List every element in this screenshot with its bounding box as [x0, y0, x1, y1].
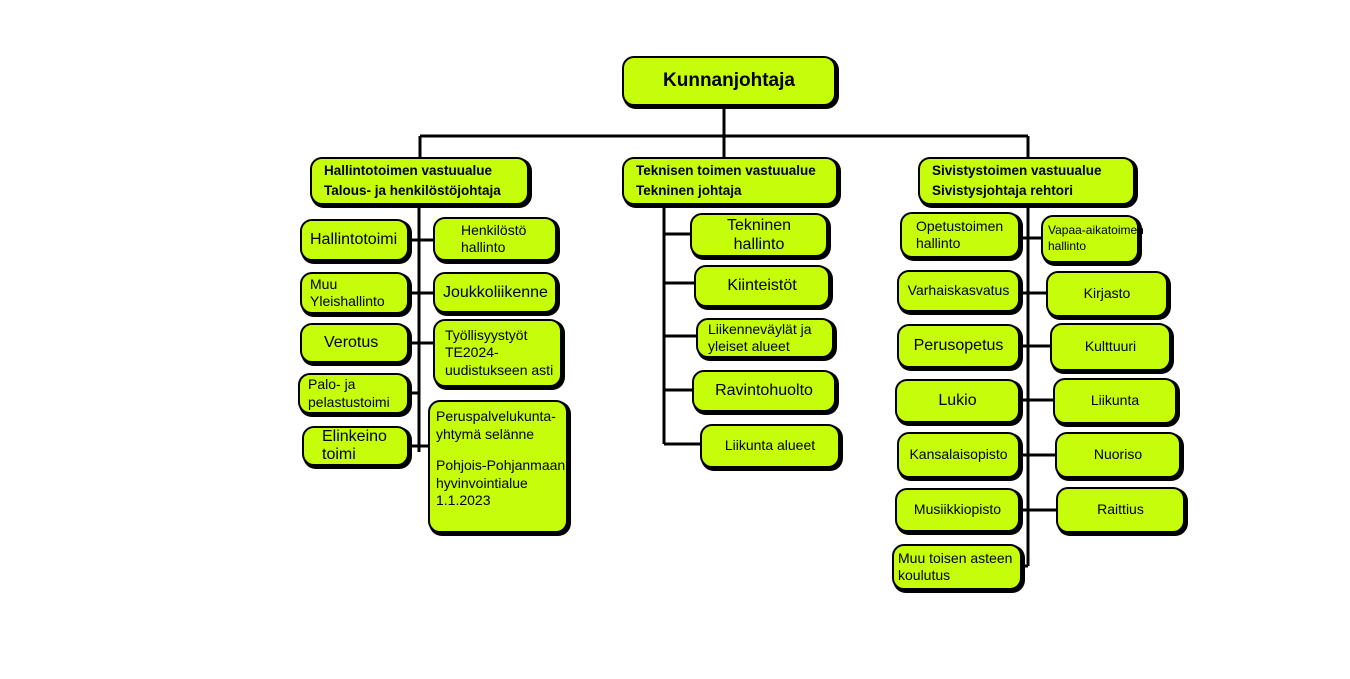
unit-label-line1: Tekninen — [726, 216, 792, 234]
unit-muu-yleishallinto: Muu Yleishallinto — [300, 272, 409, 314]
unit-raittius: Raittius — [1056, 487, 1185, 533]
unit-label: Raittius — [1097, 501, 1144, 518]
unit-label-line1: Henkilöstö — [461, 221, 527, 238]
dept-tekninen-line1: Teknisen toimen vastuualue — [636, 163, 816, 179]
unit-hallintotoimi: Hallintotoimi — [300, 219, 409, 261]
unit-musiikkiopisto: Musiikkiopisto — [895, 488, 1020, 532]
unit-label-line2: pelastustoimi — [308, 393, 390, 410]
unit-label: Lukio — [938, 392, 977, 409]
unit-liikunta-alueet: Liikunta alueet — [700, 424, 840, 468]
unit-label-line1: Muu toisen asteen — [898, 549, 1013, 566]
dept-tekninen: Teknisen toimen vastuualue Tekninen joht… — [622, 157, 838, 205]
unit-elinkeinotoimi: Elinkeino toimi — [302, 426, 409, 466]
unit-muu-toisen-asteen: Muu toisen asteen koulutus — [892, 544, 1022, 590]
unit-label: Kulttuuri — [1084, 338, 1137, 355]
unit-label: Musiikkiopisto — [913, 501, 1002, 518]
dept-sivistys-line2: Sivistysjohtaja rehtori — [932, 183, 1074, 198]
unit-nuoriso: Nuoriso — [1055, 432, 1181, 478]
unit-label: Verotus — [324, 334, 379, 351]
root-label: Kunnanjohtaja — [663, 70, 795, 92]
unit-label-line1: Liikenneväylät ja — [708, 320, 812, 337]
dept-sivistys-line1: Sivistystoimen vastuualue — [932, 163, 1102, 179]
dept-hallinto-line1: Hallintotoimen vastuualue — [324, 163, 493, 179]
unit-label: Kirjasto — [1083, 285, 1131, 302]
unit-label-line1: Palo- ja — [308, 376, 356, 392]
unit-liikunta: Liikunta — [1053, 378, 1177, 424]
unit-label-line1: Työllisyystyöt — [445, 326, 528, 343]
peruspalvelu-line3: Pohjois-Pohjanmaan — [436, 457, 566, 473]
peruspalvelu-line5: 1.1.2023 — [436, 492, 491, 508]
unit-tyollisyystyot: Työllisyystyöt TE2024- uudistukseen asti — [433, 319, 562, 387]
unit-label: Ravintohuolto — [715, 382, 813, 399]
unit-ravintohuolto: Ravintohuolto — [692, 370, 836, 412]
unit-label-line2: Yleishallinto — [310, 293, 385, 309]
unit-label-line2: toimi — [322, 446, 356, 463]
root-box: Kunnanjohtaja — [622, 56, 836, 106]
unit-label-line2: yleiset alueet — [708, 338, 790, 354]
unit-label: Perusopetus — [913, 337, 1004, 354]
unit-henkilosto-hallinto: Henkilöstö hallinto — [433, 217, 557, 261]
unit-label-line2: hallinto — [461, 239, 506, 255]
dept-sivistys: Sivistystoimen vastuualue Sivistysjohtaj… — [918, 157, 1135, 205]
unit-label-line2: hallinto — [733, 236, 785, 253]
unit-tekninen-hallinto: Tekninen hallinto — [690, 213, 828, 257]
unit-kansalaisopisto: Kansalaisopisto — [897, 432, 1020, 478]
unit-perusopetus: Perusopetus — [897, 324, 1020, 368]
unit-label-line2: hallinto — [916, 235, 961, 251]
dept-tekninen-line2: Tekninen johtaja — [636, 183, 742, 198]
spacer — [436, 443, 558, 457]
unit-label-line2: TE2024- — [445, 344, 499, 361]
unit-joukkoliikenne: Joukkoliikenne — [433, 272, 557, 313]
unit-label-line1: Muu — [310, 275, 338, 292]
dept-hallinto: Hallintotoimen vastuualue Talous- ja hen… — [310, 157, 529, 205]
peruspalvelu-line4: hyvinvointialue — [436, 474, 528, 491]
dept-hallinto-line2: Talous- ja henkilöstöjohtaja — [324, 183, 501, 198]
unit-opetustoimen-hallinto: Opetustoimen hallinto — [900, 212, 1020, 258]
unit-kulttuuri: Kulttuuri — [1050, 323, 1171, 371]
unit-kirjasto: Kirjasto — [1046, 271, 1168, 317]
unit-vapaa-aikatoimen-hallinto: Vapaa-aikatoimen hallinto — [1041, 215, 1144, 263]
unit-label: Varhaiskasvatus — [907, 282, 1010, 299]
peruspalvelu-line1: Peruspalvelukunta- — [436, 408, 556, 424]
unit-liikennevaylat: Liikenneväylät ja yleiset alueet — [696, 318, 834, 358]
unit-label-line1: Opetustoimen — [916, 217, 1004, 234]
unit-palo-pelastustoimi: Palo- ja pelastustoimi — [298, 373, 409, 414]
unit-label: Joukkoliikenne — [443, 283, 548, 301]
unit-label: Hallintotoimi — [310, 231, 398, 248]
unit-label-line1: Elinkeino — [322, 427, 387, 445]
unit-kiinteistot: Kiinteistöt — [694, 265, 830, 307]
unit-label-line3: uudistukseen asti — [445, 361, 554, 378]
unit-label-line2: hallinto — [1048, 239, 1087, 253]
unit-label-line2: koulutus — [898, 567, 951, 583]
unit-label: Kansalaisopisto — [909, 446, 1008, 463]
unit-label: Kiinteistöt — [727, 277, 797, 294]
unit-verotus: Verotus — [300, 323, 409, 363]
unit-label-line1: Vapaa-aikatoimen — [1048, 223, 1144, 238]
unit-label: Nuoriso — [1093, 446, 1143, 463]
unit-label: Liikunta alueet — [724, 437, 816, 454]
unit-lukio: Lukio — [895, 379, 1020, 423]
peruspalvelu-line2: yhtymä selänne — [436, 425, 535, 442]
unit-peruspalvelu: Peruspalvelukunta- yhtymä selänne Pohjoi… — [428, 400, 568, 533]
unit-varhaiskasvatus: Varhaiskasvatus — [897, 270, 1020, 312]
unit-label: Liikunta — [1090, 392, 1140, 409]
